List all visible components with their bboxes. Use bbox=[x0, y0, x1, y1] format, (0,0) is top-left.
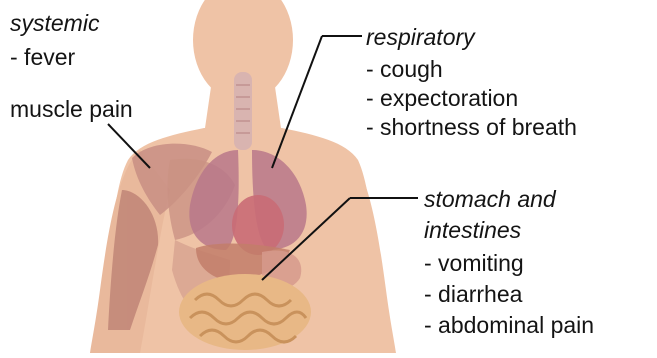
systemic-item-fever: - fever bbox=[10, 46, 75, 69]
intestines bbox=[179, 274, 311, 350]
digestive-heading-line1: stomach and bbox=[424, 188, 556, 211]
systemic-heading: systemic bbox=[10, 12, 99, 35]
digestive-item-abdominal-pain: - abdominal pain bbox=[424, 314, 594, 337]
digestive-item-diarrhea: - diarrhea bbox=[424, 283, 522, 306]
respiratory-item-cough: - cough bbox=[366, 58, 443, 81]
respiratory-heading: respiratory bbox=[366, 26, 475, 49]
trachea bbox=[234, 72, 252, 150]
respiratory-item-shortness-of-breath: - shortness of breath bbox=[366, 116, 577, 139]
respiratory-item-expectoration: - expectoration bbox=[366, 87, 518, 110]
digestive-heading-line2: intestines bbox=[424, 219, 521, 242]
muscle-pain-label: muscle pain bbox=[10, 98, 133, 121]
digestive-item-vomiting: - vomiting bbox=[424, 252, 524, 275]
